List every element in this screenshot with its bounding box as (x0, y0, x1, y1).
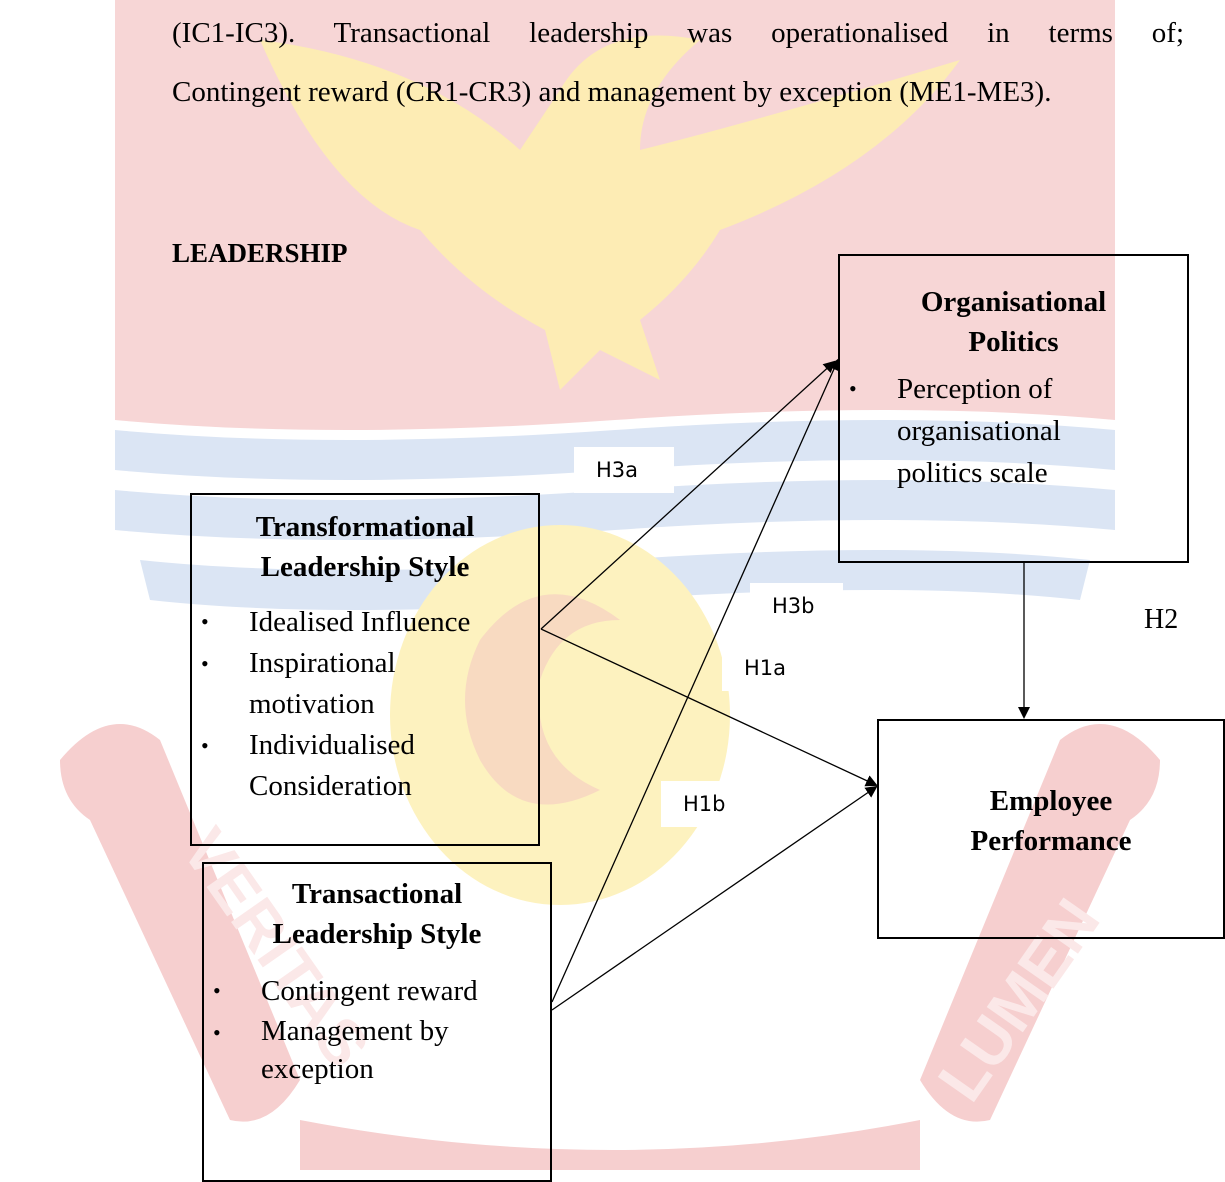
crest-ribbon-right (920, 724, 1160, 1122)
paragraph-line-2: Contingent reward (CR1-CR3) and manageme… (172, 76, 1052, 108)
org-politics-item: • Perception of organisational politics … (840, 368, 1187, 494)
org-politics-item-line-3: politics scale (897, 457, 1048, 489)
crest-ribbon-left (60, 724, 300, 1122)
hypothesis-label-h1b: H1b (661, 781, 761, 827)
transformational-item-text: Consideration (249, 770, 412, 802)
hypothesis-label-h3a: H3a (574, 447, 674, 493)
bullet-icon: • (849, 376, 857, 401)
transformational-item: • Inspirational motivation (192, 643, 538, 725)
transformational-list: • Idealised Influence • Inspirational mo… (192, 601, 538, 807)
transactional-item-text: exception (261, 1053, 374, 1085)
paragraph-line-1: (IC1-IC3). Transactional leadership was … (172, 17, 1184, 49)
employee-performance-title-line-1: Employee (989, 785, 1113, 817)
crest-medallion-swirl (465, 594, 620, 805)
transactional-item-text: Management by (261, 1015, 449, 1047)
transformational-title-line-1: Transformational (255, 511, 475, 543)
transactional-title-line-1: Transactional (291, 878, 463, 910)
crest-ribbon-bottom (300, 1120, 920, 1170)
bullet-icon: • (213, 978, 221, 1003)
transactional-item-text: Contingent reward (261, 975, 478, 1007)
bullet-icon: • (213, 1020, 221, 1045)
bullet-icon: • (201, 609, 209, 634)
transformational-item-text: Idealised Influence (249, 606, 471, 638)
transactional-title-line-2: Leadership Style (272, 918, 482, 950)
employee-performance-title-line-2: Performance (970, 825, 1132, 857)
bullet-icon: • (201, 651, 209, 676)
org-politics-item-line-1: Perception of (897, 373, 1053, 405)
transformational-box: Transformational Leadership Style • Idea… (190, 493, 540, 846)
org-politics-box: Organisational Politics • Perception of … (838, 254, 1189, 563)
org-politics-item-line-2: organisational (897, 415, 1061, 447)
hypothesis-label-h1a: H1a (722, 645, 822, 691)
transactional-item: • Contingent reward (204, 970, 550, 1012)
transformational-item: • Individualised Consideration (192, 725, 538, 807)
org-politics-title: Organisational Politics (840, 282, 1187, 362)
transactional-box: Transactional Leadership Style • Conting… (202, 862, 552, 1182)
section-title: LEADERSHIP (172, 238, 348, 268)
hypothesis-label-h3b: H3b (750, 583, 843, 629)
employee-performance-box: Employee Performance (877, 719, 1225, 939)
org-politics-list: • Perception of organisational politics … (840, 368, 1187, 494)
transactional-title: Transactional Leadership Style (204, 874, 550, 954)
transformational-title: Transformational Leadership Style (192, 507, 538, 587)
transactional-item: • Management by exception (204, 1012, 550, 1088)
crest-eagle (260, 35, 960, 391)
transformational-item-text: Individualised (249, 729, 415, 761)
bullet-icon: • (201, 733, 209, 758)
transformational-item-text: Inspirational (249, 647, 396, 679)
transactional-list: • Contingent reward • Management by exce… (204, 970, 550, 1088)
org-politics-title-line-1: Organisational (920, 286, 1107, 318)
hypothesis-label-h2: H2 (1144, 604, 1179, 635)
transformational-title-line-2: Leadership Style (260, 551, 470, 583)
org-politics-title-line-2: Politics (968, 326, 1059, 358)
employee-performance-title: Employee Performance (879, 781, 1223, 861)
transformational-item: • Idealised Influence (192, 601, 538, 643)
transformational-item-text: motivation (249, 688, 375, 720)
